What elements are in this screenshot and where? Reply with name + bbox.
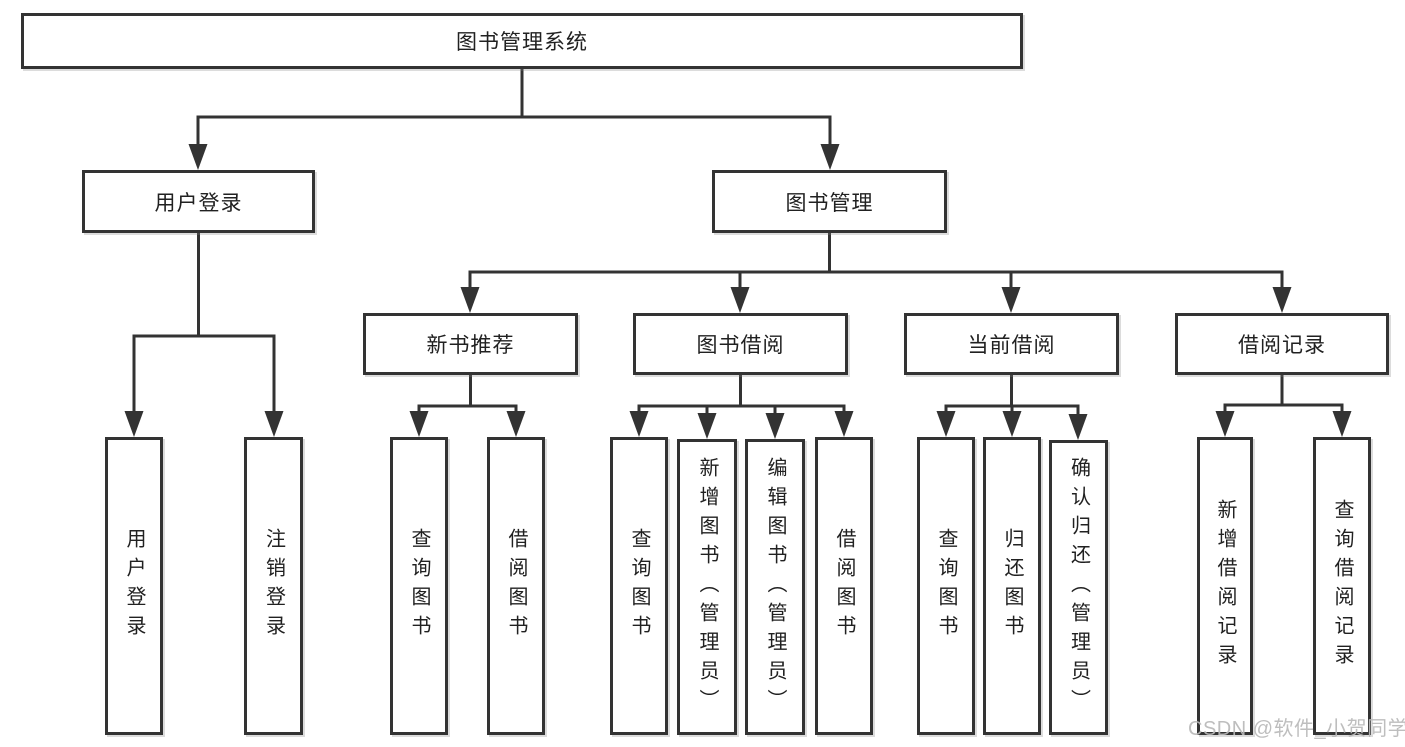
node-root: 图书管理系统 <box>21 13 1023 69</box>
node-leaf-cb-return-books: 归还图书 <box>983 437 1041 735</box>
node-current-borrowing: 当前借阅 <box>904 313 1119 375</box>
arrowhead-down <box>1272 287 1292 313</box>
node-leaf-cb-query-books: 查询图书 <box>917 437 975 735</box>
arrowhead-down <box>697 413 717 439</box>
arrowhead-down <box>409 411 429 437</box>
arrowhead-down <box>765 413 785 439</box>
arrowhead-down <box>264 411 284 437</box>
node-leaf-nb-borrow-books: 借阅图书 <box>487 437 545 735</box>
arrowhead-down <box>820 144 840 170</box>
node-leaf-bb-query-books: 查询图书 <box>610 437 668 735</box>
node-leaf-br-add-record: 新增借阅记录 <box>1197 437 1253 735</box>
arrowhead-down <box>936 411 956 437</box>
arrowhead-down <box>506 411 526 437</box>
arrowhead-down <box>1332 411 1352 437</box>
arrowhead-down <box>1068 414 1088 440</box>
node-borrowing-records: 借阅记录 <box>1175 313 1389 375</box>
node-leaf-user-login: 用户登录 <box>105 437 163 735</box>
arrowhead-down <box>629 411 649 437</box>
arrowhead-down <box>1215 411 1235 437</box>
node-leaf-logout: 注销登录 <box>244 437 303 735</box>
node-leaf-cb-confirm-return-admin: 确认归还（管理员） <box>1049 440 1108 735</box>
arrowhead-down <box>730 287 750 313</box>
node-leaf-nb-query-books: 查询图书 <box>390 437 448 735</box>
node-leaf-bb-borrow-books: 借阅图书 <box>815 437 873 735</box>
arrowhead-down <box>1002 411 1022 437</box>
arrowhead-down <box>124 411 144 437</box>
node-book-management: 图书管理 <box>712 170 947 233</box>
node-user-login: 用户登录 <box>82 170 315 233</box>
csdn-watermark: CSDN @软件_小贺同学 <box>1188 718 1405 740</box>
arrowhead-down <box>1001 287 1021 313</box>
node-leaf-bb-add-books-admin: 新增图书（管理员） <box>677 439 737 735</box>
node-book-borrowing: 图书借阅 <box>633 313 848 375</box>
arrowhead-down <box>460 287 480 313</box>
node-new-book-recommend: 新书推荐 <box>363 313 578 375</box>
arrowhead-down <box>188 144 208 170</box>
node-leaf-bb-edit-books-admin: 编辑图书（管理员） <box>745 439 805 735</box>
node-leaf-br-query-record: 查询借阅记录 <box>1313 437 1371 735</box>
arrowhead-down <box>834 411 854 437</box>
